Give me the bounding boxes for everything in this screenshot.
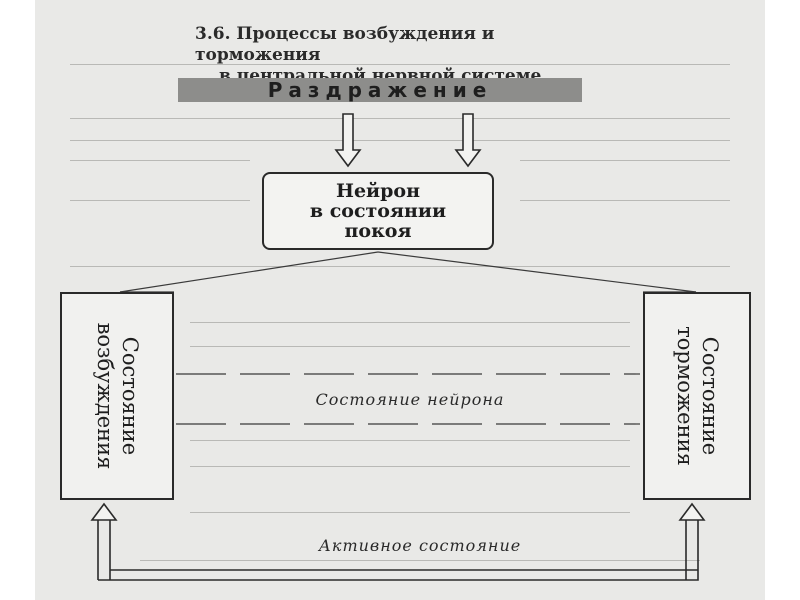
neuron-rest-box: Нейрон в состоянии покоя bbox=[262, 172, 494, 250]
neuron-rest-line-1: Нейрон bbox=[336, 180, 420, 202]
arrow-up-right-icon bbox=[678, 502, 706, 521]
neuron-rest-line-3: покоя bbox=[344, 220, 412, 242]
active-state-label: Активное состояние bbox=[318, 536, 522, 555]
neuron-state-label: Состояние нейрона bbox=[315, 390, 505, 409]
heading-line-1: 3.6. Процессы возбуждения и торможения bbox=[195, 24, 495, 65]
inhibition-box: Состояние торможения bbox=[643, 292, 751, 500]
neuron-rest-line-2: в состоянии bbox=[309, 200, 447, 222]
stimulus-banner: Раздражение bbox=[178, 78, 582, 102]
excitation-label: Состояние возбуждения bbox=[93, 322, 142, 470]
excitation-box: Состояние возбуждения bbox=[60, 292, 174, 500]
inhibition-label: Состояние торможения bbox=[673, 326, 722, 466]
arrow-down-right-icon bbox=[454, 113, 482, 168]
state-connector-lines bbox=[176, 373, 640, 425]
active-loop bbox=[97, 520, 699, 581]
arrow-down-left-icon bbox=[334, 113, 362, 168]
arrow-up-left-icon bbox=[90, 502, 118, 521]
fan-lines bbox=[119, 251, 697, 293]
stimulus-label: Раздражение bbox=[267, 78, 493, 102]
